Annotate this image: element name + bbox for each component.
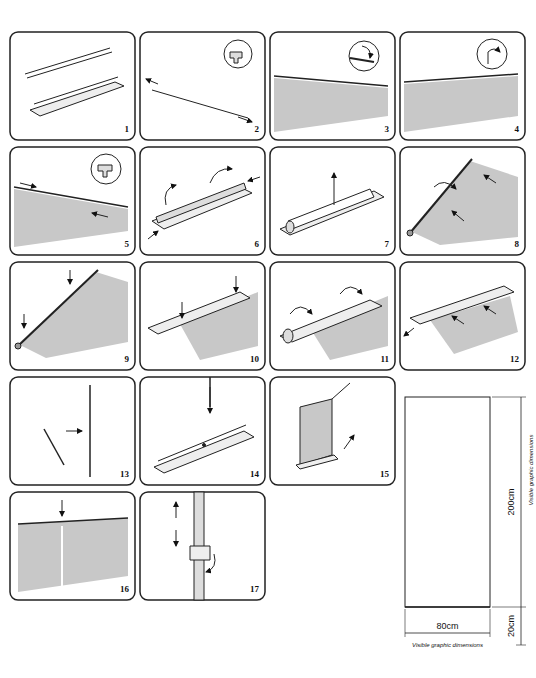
step-number: 16 — [120, 585, 129, 594]
step-number: 11 — [380, 355, 389, 364]
step-number: 14 — [250, 470, 259, 479]
step-number: 15 — [380, 470, 389, 479]
step-number: 5 — [125, 240, 130, 249]
dimension-note: Visible graphic dimensions — [412, 642, 483, 648]
step-number: 3 — [385, 125, 390, 134]
step-number: 9 — [125, 355, 130, 364]
step-number: 17 — [250, 585, 259, 594]
step-number: 8 — [515, 240, 520, 249]
dimension-value: 80cm — [436, 622, 458, 631]
step-number: 1 — [125, 125, 130, 134]
step-number: 7 — [385, 240, 390, 249]
dimension-note: Visible graphic dimensions — [528, 435, 534, 506]
dimension-value: 20cm — [507, 615, 516, 637]
step-number: 13 — [120, 470, 129, 479]
step-number: 10 — [250, 355, 259, 364]
step-number: 12 — [510, 355, 519, 364]
dimension-value: 200cm — [507, 488, 516, 515]
step-number: 6 — [255, 240, 260, 249]
step-number: 2 — [255, 125, 260, 134]
step-number: 4 — [515, 125, 520, 134]
